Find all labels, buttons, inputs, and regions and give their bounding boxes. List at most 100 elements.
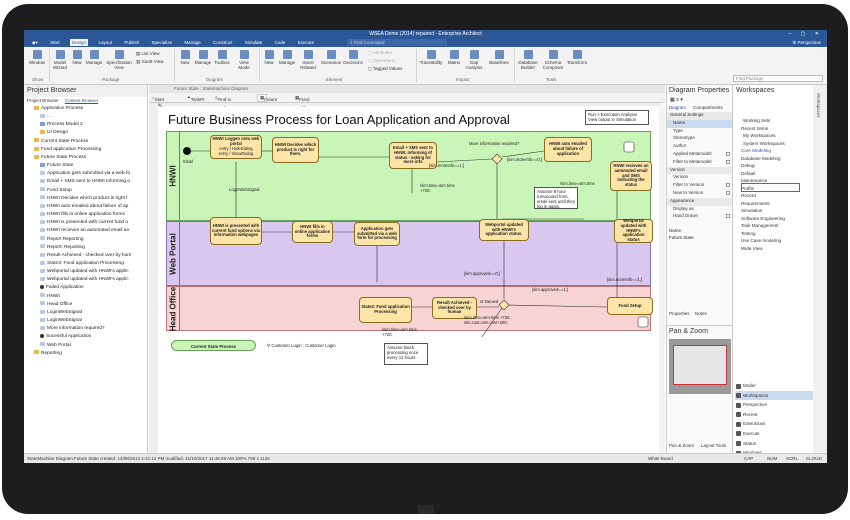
diagram-canvas[interactable]: Future Business Process for Loan Applica… xyxy=(162,107,657,453)
navigator-item[interactable]: Status xyxy=(735,439,813,449)
window-controls[interactable]: – ▢ ✕ xyxy=(788,31,823,37)
schema-composer-button[interactable]: Schema Composer xyxy=(541,50,565,70)
property-row[interactable]: Version xyxy=(673,174,689,180)
workspace-item[interactable]: Core Modeling xyxy=(741,148,771,153)
property-row[interactable]: New to Version xyxy=(667,190,732,198)
tree-item[interactable]: Process Model 2 xyxy=(24,121,147,129)
tree-item[interactable]: Failed Application xyxy=(24,284,147,292)
package-new-button[interactable]: New xyxy=(70,50,84,65)
tab-project-browser[interactable]: Project Browser xyxy=(27,98,59,103)
diagram-new-button[interactable]: New xyxy=(178,50,192,65)
tree-item[interactable]: HNWI fills in online application forms xyxy=(24,211,147,219)
tree-item[interactable]: HNWI is presented with current fund o xyxy=(24,219,147,227)
navigator-item[interactable]: Extensions xyxy=(735,419,813,429)
tree-item[interactable]: Current State Process xyxy=(24,138,147,146)
toolbox-button[interactable]: Toolbox xyxy=(213,50,231,65)
properties-toolbar[interactable]: ▦ ≡ ▾ xyxy=(670,97,683,103)
navigator-item[interactable]: Model xyxy=(735,381,813,391)
tree-item[interactable]: LoginWebSignal xyxy=(24,317,147,325)
find-package-input[interactable]: Find Package xyxy=(733,75,823,82)
side-toolstrip[interactable]: Workspaces xyxy=(813,85,827,453)
tab-properties[interactable]: Properties xyxy=(669,311,690,316)
tree-item[interactable]: Reporting xyxy=(24,350,147,358)
property-checkbox[interactable] xyxy=(726,159,730,164)
tab-tankpi[interactable]: ✦TankPI xyxy=(187,95,205,102)
workspace-item[interactable]: Simulation xyxy=(741,208,763,213)
activity-webportal-updated-1[interactable]: Webportal updated with HNWI's applicatio… xyxy=(479,219,529,241)
note-execution[interactable]: Run > Execution Analyser View output in … xyxy=(585,110,649,125)
note-turnaround[interactable]: Assume 8 hour turnaround from email sent… xyxy=(534,187,578,209)
operations-button[interactable]: ◻ Operations xyxy=(368,58,396,63)
workspace-item[interactable]: My Workspaces xyxy=(743,133,776,138)
tree-item[interactable]: Webportal updated with HNWI's applic xyxy=(24,268,147,276)
note-batch-processing[interactable]: Assume batch processing once every 12 ho… xyxy=(384,343,428,365)
tree-item[interactable]: Webportal updated with HNWI's applic xyxy=(24,276,147,284)
tree-item[interactable]: Report Reporting xyxy=(24,236,147,244)
tree-item[interactable]: State3: Fund application Processing xyxy=(24,260,147,268)
property-row[interactable]: Type xyxy=(673,127,683,133)
traceability-button[interactable]: Traceability xyxy=(418,50,444,65)
activity-email-sms-status[interactable]: Email + SMS sent to HNWI, Informing of s… xyxy=(389,142,437,169)
final-node-success[interactable] xyxy=(637,316,649,328)
pan-zoom-viewport[interactable] xyxy=(673,345,727,385)
tree-item[interactable]: Head Office xyxy=(24,301,147,309)
workspace-item[interactable]: Debug xyxy=(741,163,755,168)
element-new-button[interactable]: New xyxy=(262,50,276,65)
menu-design[interactable]: Design xyxy=(70,39,89,46)
app-menu-icon[interactable]: ◆▾ xyxy=(32,40,38,45)
property-row[interactable]: Author xyxy=(673,143,687,149)
menu-start[interactable]: Start xyxy=(50,40,60,45)
property-row[interactable]: Hand Drawn xyxy=(667,213,732,221)
tree-item[interactable]: Future State Process xyxy=(24,154,147,162)
gantt-view-button[interactable]: ▥ Gantt View xyxy=(136,59,164,64)
specification-view-button[interactable]: Specification View xyxy=(106,50,132,70)
tab-find-in-project[interactable]: ⌕ Find in Project xyxy=(215,95,232,107)
pan-zoom-thumbnail[interactable] xyxy=(669,339,731,394)
tab-start-page[interactable]: ⌂ Start Page xyxy=(152,95,166,107)
menu-construct[interactable]: Construct xyxy=(213,40,233,45)
workspace-item[interactable]: Default xyxy=(741,170,756,176)
activity-auto-email-failure[interactable]: HNWI auto emailed about failure of appli… xyxy=(544,137,592,162)
tree-item[interactable]: Sucessful Application xyxy=(24,333,147,341)
list-view-button[interactable]: ▤ List View xyxy=(136,51,160,56)
activity-fund-application-processing[interactable]: State3: Fund application Processing xyxy=(359,297,412,323)
property-row[interactable]: Name xyxy=(667,119,732,128)
activity-webportal-updated-2[interactable]: Webportal updated with HNWI's applicatio… xyxy=(614,218,653,243)
activity-result-achieved[interactable]: Result Achieved - checked over by human xyxy=(432,297,477,319)
activity-application-submitted[interactable]: Application gets submitted via a web for… xyxy=(354,222,400,246)
activity-fund-setup[interactable]: Fund Setup xyxy=(607,297,653,315)
tree-item[interactable]: Report: Reporting xyxy=(24,244,147,252)
property-checkbox[interactable] xyxy=(726,190,730,195)
workspace-item[interactable]: Record xyxy=(741,193,756,198)
property-section[interactable]: General Settings xyxy=(667,112,732,120)
property-section[interactable]: Version xyxy=(667,166,732,175)
element-manage-button[interactable]: Manage xyxy=(278,50,296,65)
property-row[interactable]: Stereotype xyxy=(673,135,695,141)
transform-button[interactable]: Transform xyxy=(566,50,588,65)
workspace-item[interactable]: Recent Items xyxy=(741,125,769,131)
tab-notes[interactable]: Notes xyxy=(695,311,707,316)
property-section[interactable]: Appearance xyxy=(667,197,732,206)
status-whiteboard[interactable]: White Board xyxy=(648,456,673,461)
property-row[interactable]: Display as xyxy=(673,205,694,211)
activity-presented-fund-options[interactable]: HNWI is presented with current fund opti… xyxy=(210,217,262,245)
tree-item[interactable]: UI Design xyxy=(24,129,147,137)
tree-item[interactable]: Fund application Processing xyxy=(24,146,147,154)
tab-diagram[interactable]: Diagram xyxy=(669,105,687,110)
tree-item[interactable]: HNWI auto emailed about failure of ap xyxy=(24,203,147,211)
navigator-item[interactable]: Recent xyxy=(735,410,813,420)
workspace-item[interactable]: Profile xyxy=(741,185,755,191)
tree-item[interactable]: Result Achieved - checked over by hum xyxy=(24,252,147,260)
final-node-fail[interactable] xyxy=(623,141,635,153)
diagram-manage-button[interactable]: Manage xyxy=(194,50,212,65)
menu-layout[interactable]: Layout xyxy=(98,40,112,45)
menu-simulate[interactable]: Simulate xyxy=(244,40,263,45)
workspace-item[interactable]: Requirements xyxy=(741,200,770,206)
property-checkbox[interactable] xyxy=(726,183,730,188)
baselines-button[interactable]: Baselines xyxy=(488,50,510,65)
tree-item[interactable]: LoginWebSignal xyxy=(24,309,147,317)
perspective-button[interactable]: ⚙ Perspective xyxy=(792,40,821,45)
activity-hnwi-decides[interactable]: HNWI Decides which product is right for … xyxy=(272,137,319,163)
workspace-item[interactable]: Working Sets xyxy=(743,118,771,123)
